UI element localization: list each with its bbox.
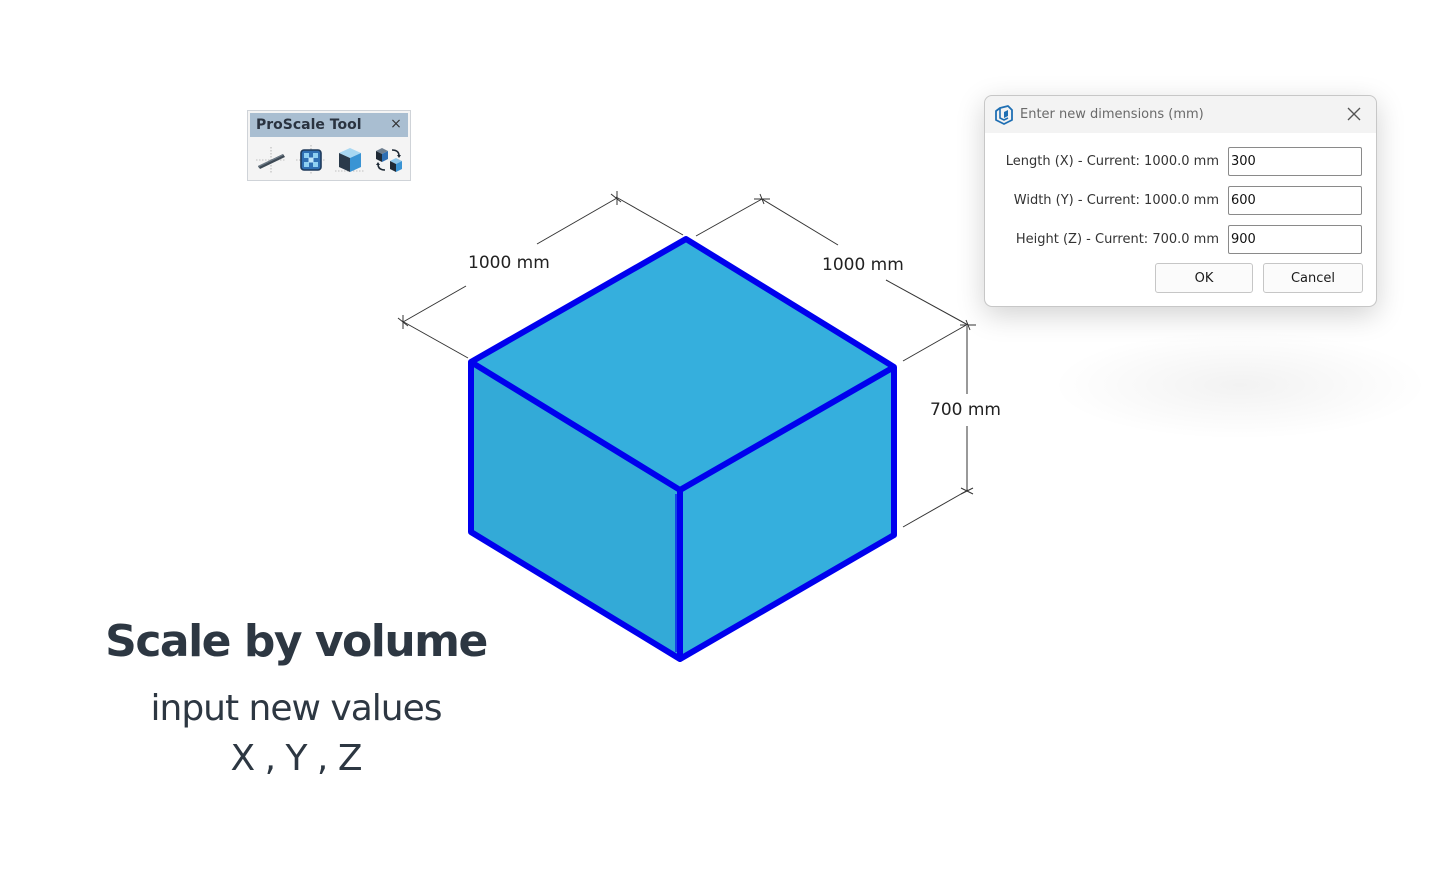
dialog-title: Enter new dimensions (mm) bbox=[1020, 107, 1204, 122]
box-edges bbox=[468, 236, 897, 662]
dimension-height-label: 700 mm bbox=[930, 400, 1001, 420]
scale-by-length-icon[interactable] bbox=[254, 143, 288, 177]
caption-line-2: X , Y , Z bbox=[230, 738, 363, 779]
height-field-label: Height (Z) - Current: 700.0 mm bbox=[1015, 232, 1219, 247]
caption-line-1: input new values bbox=[150, 688, 443, 729]
toolbar-title: ProScale Tool bbox=[256, 117, 362, 133]
box-left-face[interactable] bbox=[471, 362, 680, 659]
scale-components-icon[interactable] bbox=[372, 143, 406, 177]
dialog-shadow bbox=[1050, 330, 1430, 440]
dimension-width-label: 1000 mm bbox=[822, 255, 904, 275]
proscale-toolbar[interactable]: ProScale Tool × bbox=[247, 110, 411, 181]
scale-by-area-icon[interactable] bbox=[294, 143, 328, 177]
width-input[interactable] bbox=[1228, 186, 1362, 215]
dialog-titlebar[interactable]: Enter new dimensions (mm) bbox=[985, 96, 1376, 133]
length-field-label: Length (X) - Current: 1000.0 mm bbox=[1005, 154, 1219, 169]
dimension-length[interactable] bbox=[397, 191, 684, 359]
length-input[interactable] bbox=[1228, 147, 1362, 176]
toolbar-close-icon[interactable]: × bbox=[390, 116, 402, 132]
height-input[interactable] bbox=[1228, 225, 1362, 254]
scale-by-volume-icon[interactable] bbox=[333, 143, 367, 177]
toolbar-titlebar[interactable]: ProScale Tool × bbox=[250, 113, 408, 137]
box-right-face[interactable] bbox=[680, 367, 894, 659]
sketchup-icon bbox=[994, 105, 1014, 125]
dimension-height[interactable] bbox=[902, 326, 974, 528]
close-icon[interactable] bbox=[1344, 104, 1364, 124]
ok-button[interactable]: OK bbox=[1155, 263, 1253, 293]
caption-title: Scale by volume bbox=[105, 616, 488, 667]
cancel-button[interactable]: Cancel bbox=[1263, 263, 1363, 293]
dimension-width[interactable] bbox=[695, 193, 976, 362]
dimensions-dialog[interactable]: Enter new dimensions (mm) Length (X) - C… bbox=[984, 95, 1377, 307]
dimension-length-label: 1000 mm bbox=[468, 253, 550, 273]
width-field-label: Width (Y) - Current: 1000.0 mm bbox=[1013, 193, 1219, 208]
